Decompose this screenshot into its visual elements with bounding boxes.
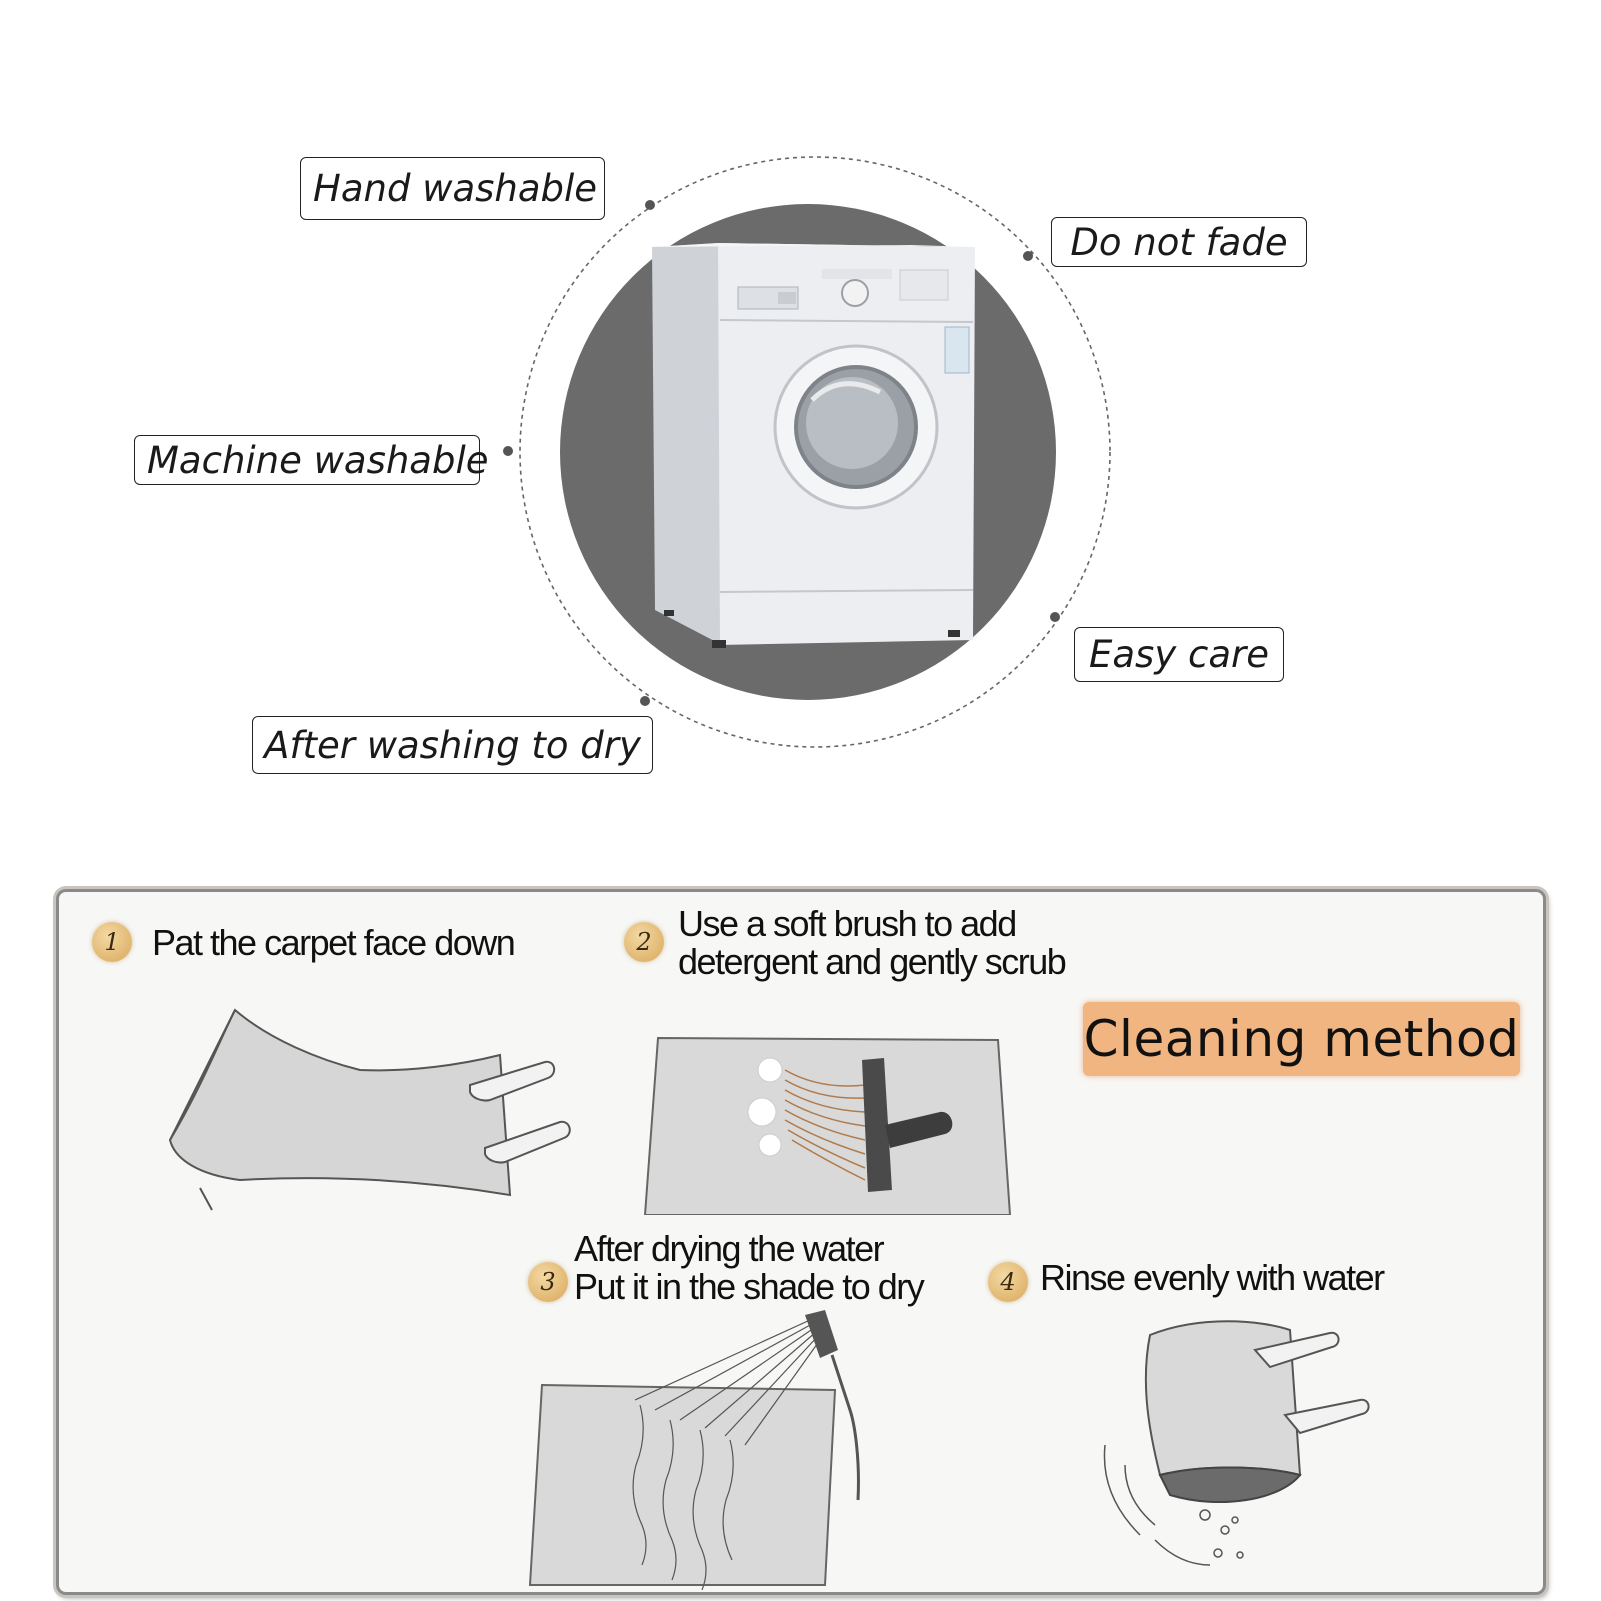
washing-machine-icon	[652, 243, 975, 648]
step-3-line-2: Put it in the shade to dry	[574, 1266, 925, 1307]
cleaning-method-title: Cleaning method	[1083, 1002, 1520, 1076]
step-2-text: Use a soft brush to add detergent and ge…	[678, 903, 1067, 982]
connector-dot-do-not-fade	[1023, 251, 1033, 261]
step-4-text: Rinse evenly with water	[1040, 1257, 1385, 1298]
label-do-not-fade: Do not fade	[1051, 217, 1307, 267]
step-3-line-1: After drying the water	[574, 1228, 885, 1269]
step-1-line-1: Pat the carpet face down	[152, 922, 516, 963]
connector-dot-after-washing	[640, 696, 650, 706]
brush-scrub-illustration	[643, 1036, 1012, 1215]
label-machine-washable: Machine washable	[134, 435, 489, 485]
shower-rinse-illustration	[528, 1310, 860, 1590]
carpet-flip-illustration	[168, 1008, 571, 1211]
step-2-line-2: detergent and gently scrub	[678, 941, 1067, 982]
connector-dot-easy-care	[1050, 612, 1060, 622]
label-easy-care: Easy care	[1074, 627, 1284, 682]
step-3-badge: 3	[528, 1262, 568, 1302]
connector-dot-hand-washable	[645, 200, 655, 210]
step-2-line-1: Use a soft brush to add	[678, 903, 1017, 944]
label-after-washing-to-dry: After washing to dry	[252, 716, 653, 774]
washing-machine-illustration	[519, 156, 1111, 748]
step-1-text: Pat the carpet face down	[152, 922, 516, 963]
step-3-text: After drying the water Put it in the sha…	[574, 1228, 925, 1307]
carpet-drain-illustration	[1103, 1320, 1370, 1566]
dashed-orbit	[519, 156, 1111, 748]
label-hand-washable: Hand washable	[300, 157, 605, 220]
step-4-line-1: Rinse evenly with water	[1040, 1257, 1385, 1298]
step-1-badge: 1	[92, 922, 132, 962]
connector-dot-machine-washable	[503, 446, 513, 456]
step-4-badge: 4	[988, 1262, 1028, 1302]
step-2-badge: 2	[624, 922, 664, 962]
